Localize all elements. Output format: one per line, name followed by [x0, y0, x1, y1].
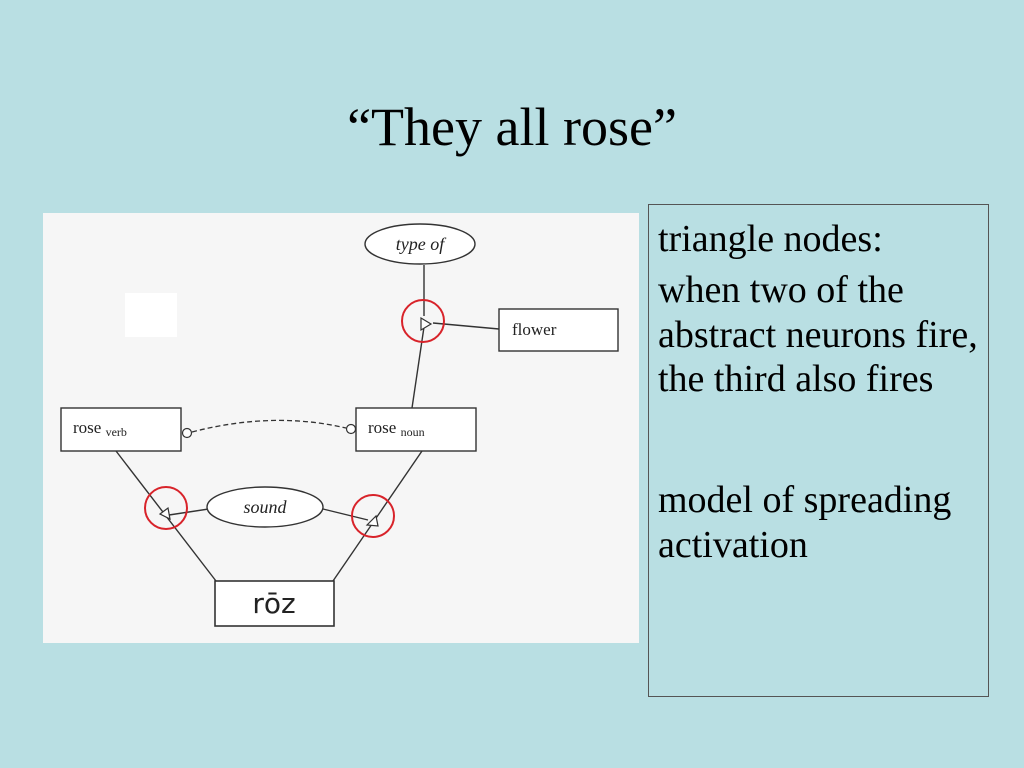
rose-noun-port: [345, 423, 357, 435]
notes-heading: triangle nodes:: [658, 218, 883, 260]
sound-node: [206, 486, 324, 528]
triangle-node-left: [158, 506, 171, 521]
type-of-node: [364, 223, 476, 265]
rose-noun-node: [355, 407, 477, 452]
network-diagram: type of flower rose verb rose noun sound…: [60, 223, 619, 627]
sound-label: sound: [243, 497, 287, 517]
triangle-node-top: [420, 316, 433, 332]
rose-verb-node: [60, 407, 182, 452]
highlight-circle-top: [401, 299, 445, 343]
roz-node: [214, 580, 335, 627]
edge-triangle-rose-noun: [411, 326, 425, 409]
roz-label: rōz: [252, 587, 295, 620]
blank-patch: [125, 293, 177, 337]
notes-point-2: model of spreading activation: [658, 479, 952, 567]
notes-point-1: when two of the abstract neurons fire, t…: [658, 268, 978, 401]
notes-box: triangle nodes: when two of the abstract…: [648, 204, 989, 697]
diagram-panel: type of flower rose verb rose noun sound…: [43, 213, 639, 643]
rose-noun-label: rose noun: [368, 418, 425, 439]
flower-label: flower: [512, 320, 557, 339]
rose-verb-label: rose verb: [73, 418, 127, 439]
edge-sound-right-triangle: [322, 508, 369, 521]
dashed-link: [191, 419, 347, 433]
type-of-label: type of: [396, 234, 447, 254]
flower-node: [498, 308, 619, 352]
triangle-node-right: [365, 514, 379, 527]
highlight-circle-left: [144, 486, 188, 530]
edge-rose-noun-roz: [332, 450, 423, 582]
highlight-circle-right: [351, 494, 395, 538]
slide-title: “They all rose”: [347, 97, 677, 157]
rose-verb-port: [181, 427, 193, 439]
